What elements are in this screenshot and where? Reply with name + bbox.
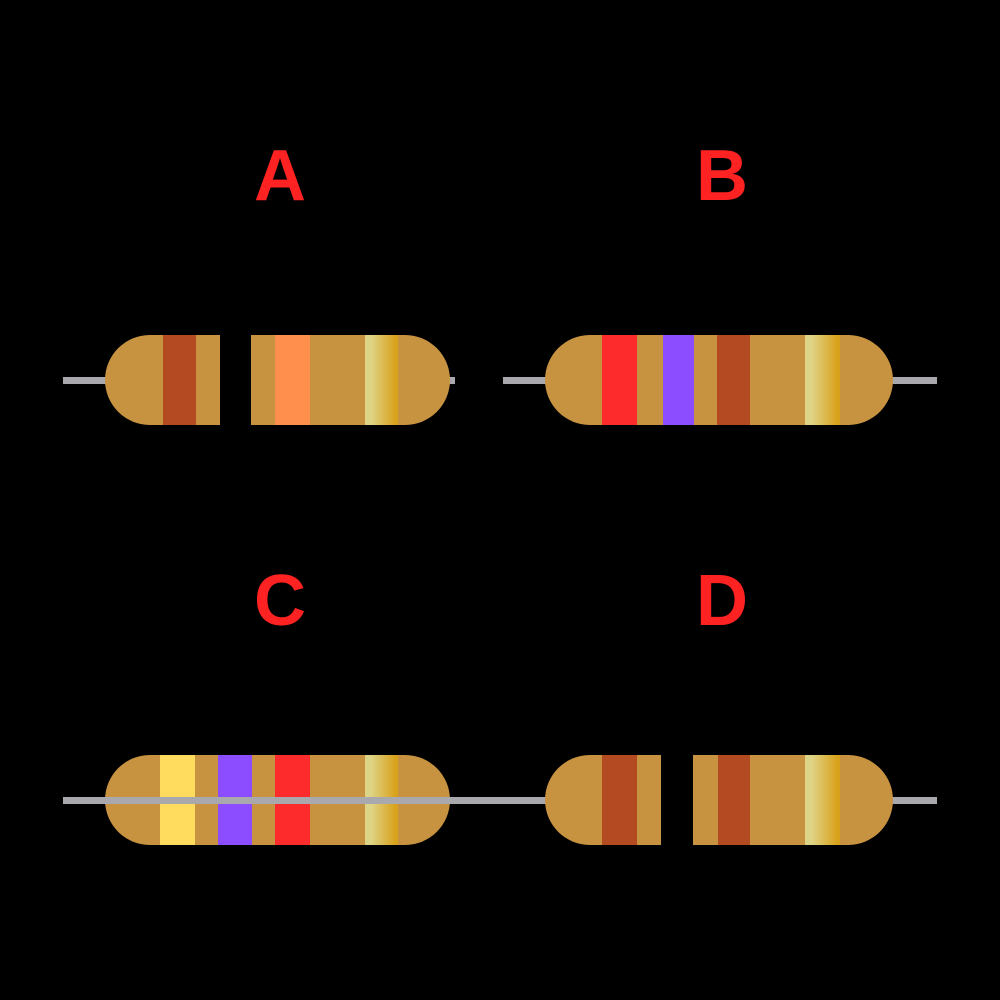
resistor-d-band-3-brown [718,755,750,845]
resistor-b-band-1-red [602,335,637,425]
resistor-a [63,335,455,425]
resistor-a-band-1-brown [163,335,196,425]
resistor-label-a: A [254,136,306,216]
resistor-label-d: D [696,561,748,641]
resistor-d [63,755,937,845]
resistor-label-b: B [696,136,748,216]
resistor-d-band-2-black [661,755,693,845]
resistor-d-lead-left [63,797,551,804]
resistor-b-band-3-brown [717,335,750,425]
resistor-d-body [545,755,893,845]
resistor-d-lead-right [887,797,937,804]
resistor-a-band-3-orange [275,335,310,425]
resistor-a-band-2-black [220,335,251,425]
resistor-b-band-2-violet [663,335,694,425]
resistor-label-c: C [254,561,306,641]
resistor-b-band-4-gold [805,335,840,425]
resistor-b-lead-left [503,377,551,384]
resistor-d-band-4-gold [805,755,840,845]
resistor-b [503,335,937,425]
resistor-a-band-4-gold [365,335,398,425]
resistor-b-lead-right [887,377,937,384]
resistor-a-lead-left [63,377,111,384]
resistor-b-body [545,335,893,425]
resistor-d-band-1-brown [602,755,637,845]
resistor-a-body [105,335,450,425]
